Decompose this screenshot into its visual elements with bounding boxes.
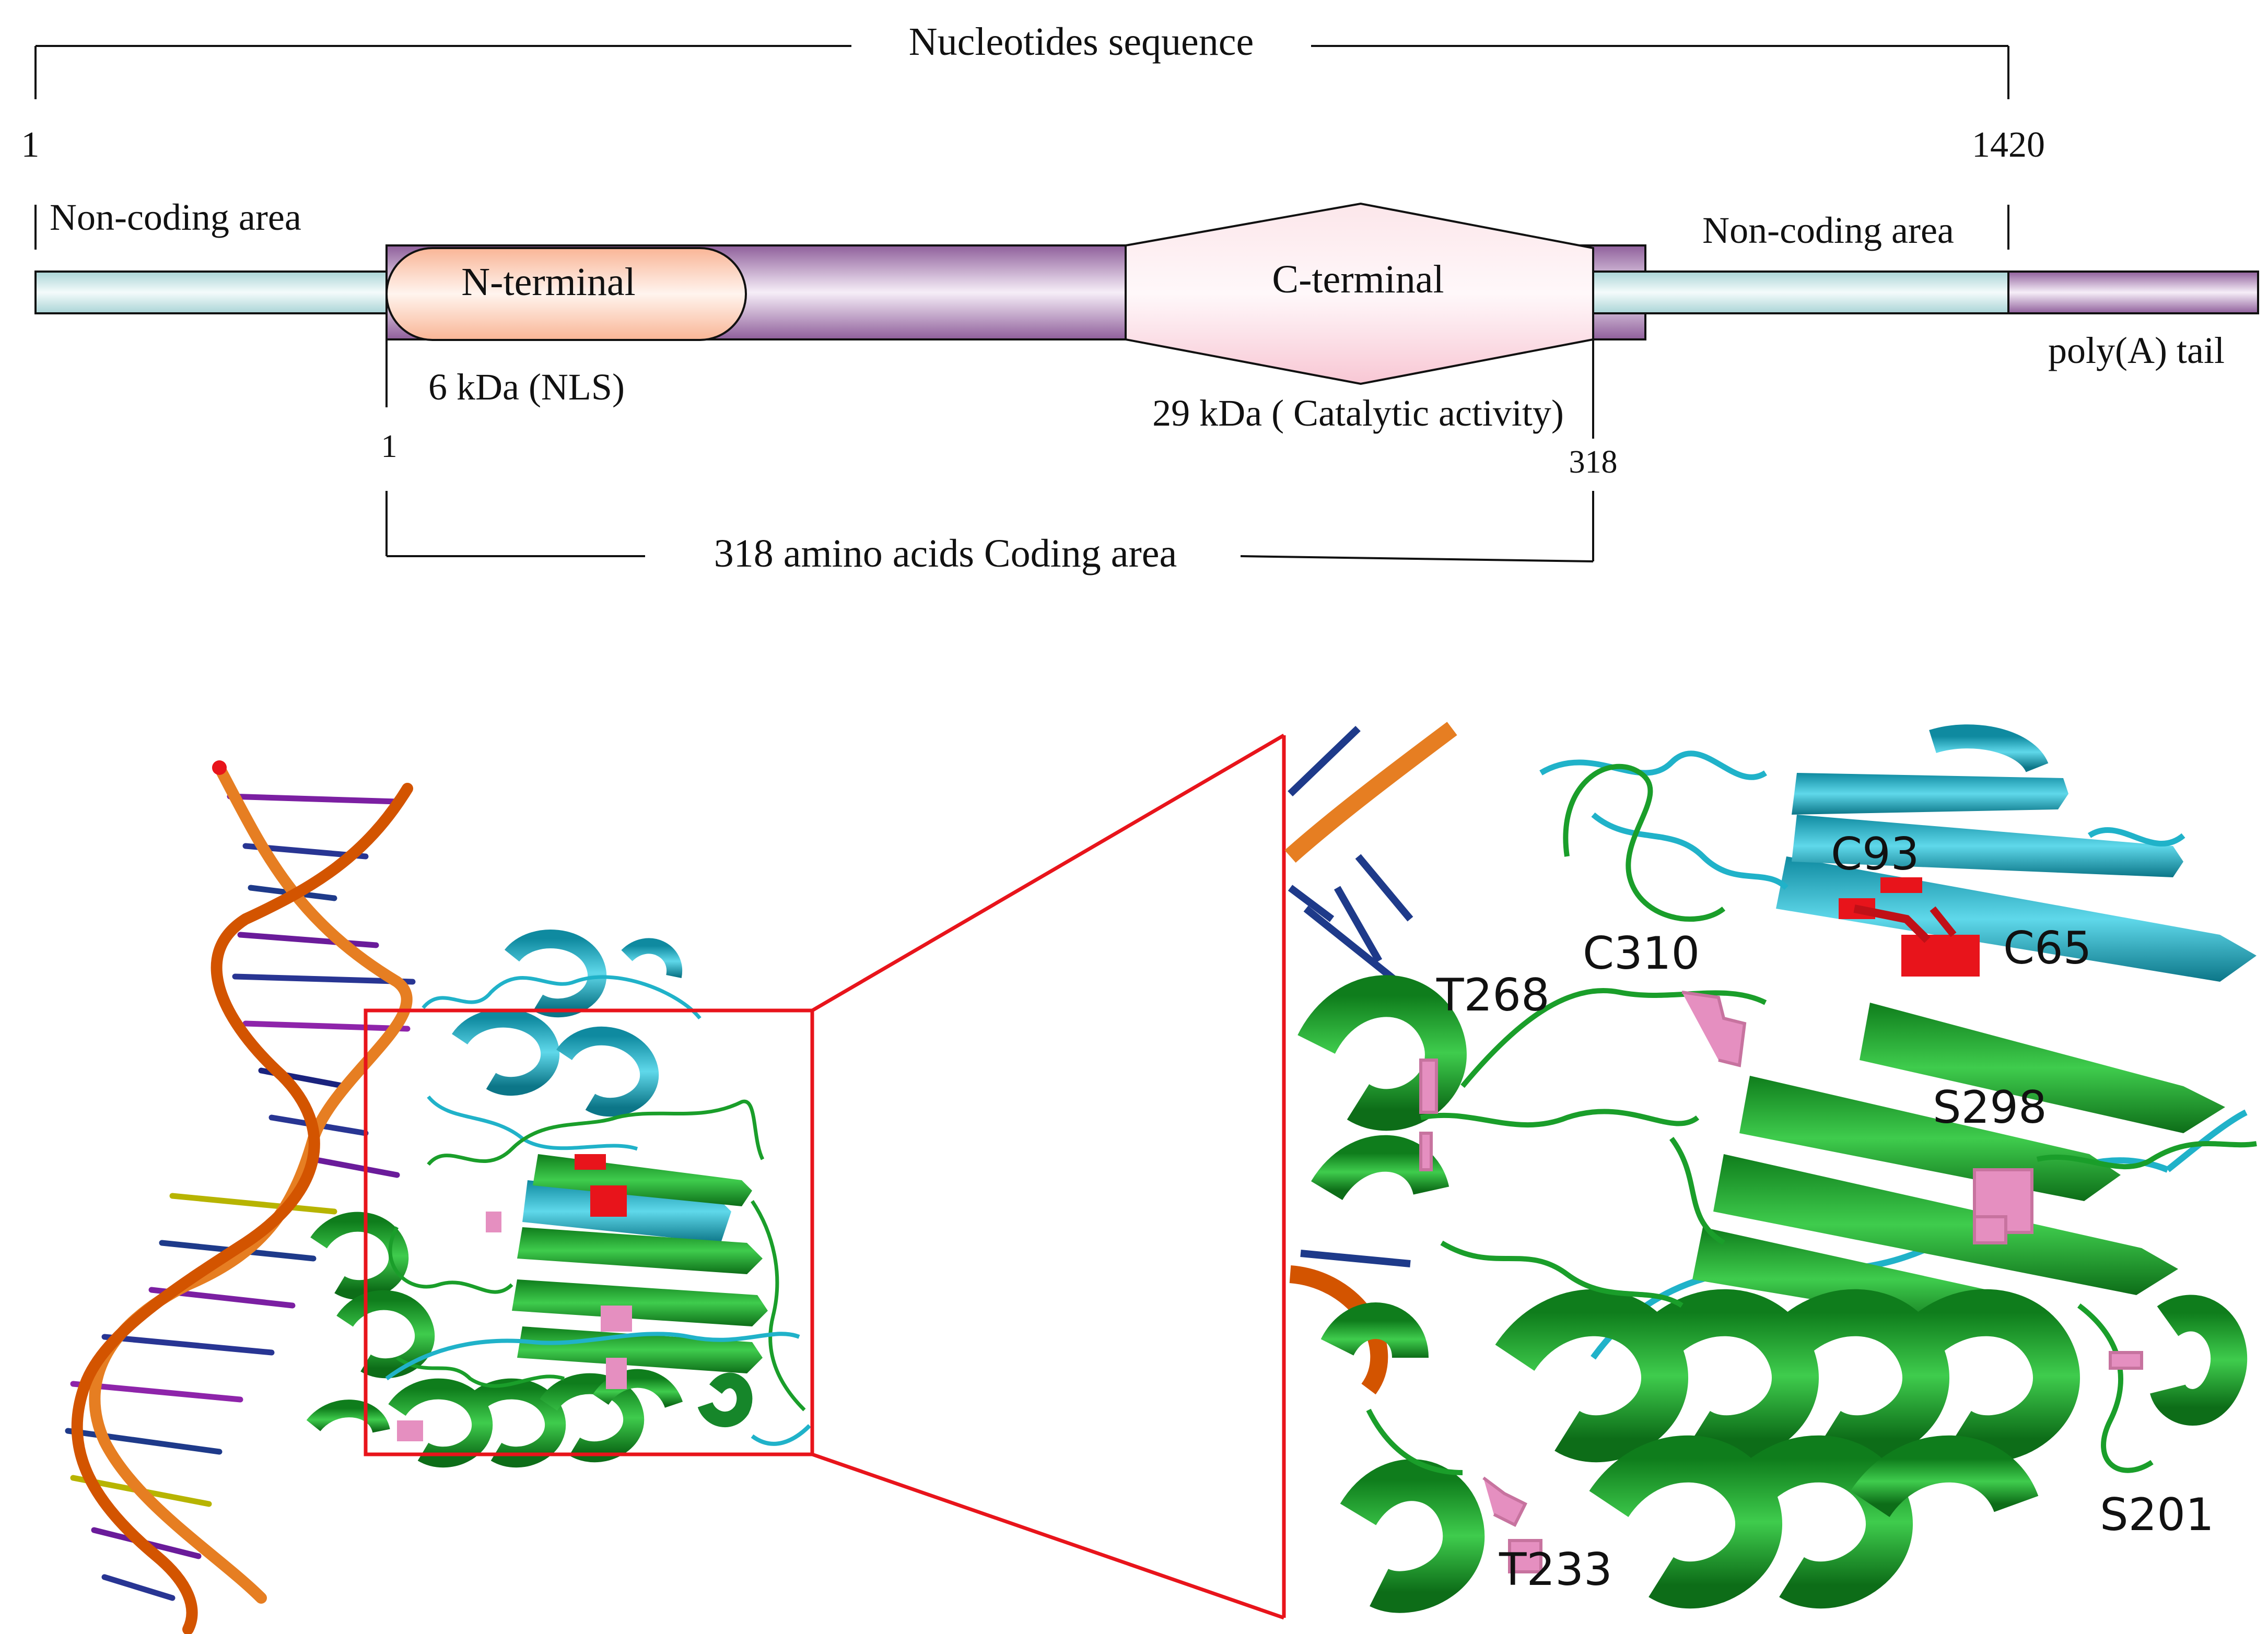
- residue-label-s201: S201: [2100, 1489, 2214, 1541]
- zoom-line-top: [811, 733, 1285, 1013]
- zoom-cysteine-residues: [1839, 877, 1980, 977]
- n-domain-note: 6 kDa (NLS): [428, 366, 625, 408]
- aa-start-label: 1: [381, 429, 398, 464]
- zoom-dna-bases: [1288, 725, 1413, 1267]
- polya-tail-bar: [2007, 271, 2259, 314]
- aa-end-label: 318: [1569, 444, 1618, 480]
- n-terminal-domain: [385, 247, 747, 341]
- nucleotides-label: Nucleotides sequence: [909, 20, 1254, 64]
- dna-strand-a: [89, 762, 413, 1604]
- overview-ser-thr: [397, 1212, 632, 1441]
- noncoding-left-label: Non-coding area: [50, 196, 301, 238]
- structure-overview: [65, 733, 1286, 1634]
- zoom-selection-box: [364, 1008, 814, 1456]
- noncoding-left-bar: [34, 271, 389, 314]
- green-main-domain: [306, 1099, 811, 1468]
- nt-start-label: 1: [21, 125, 40, 165]
- n-terminal-label: N-terminal: [461, 260, 635, 304]
- zoom-green-loops: [1366, 763, 2257, 1475]
- overview-cysteines: [575, 1154, 627, 1217]
- c-domain-note: 29 kDa ( Catalytic activity): [1152, 392, 1564, 434]
- residue-label-s298: S298: [1933, 1082, 2047, 1134]
- residue-label-t268: T268: [1436, 969, 1550, 1021]
- nucleotides-bracket: [34, 45, 2009, 99]
- coding-bracket: [385, 491, 1594, 562]
- polya-label: poly(A) tail: [2048, 330, 2225, 371]
- residue-label-c93: C93: [1831, 828, 1919, 880]
- noncoding-right-bar: [1592, 271, 2009, 314]
- zoom-green-sheet: [1692, 1003, 2225, 1332]
- zoom-line-bottom: [811, 1452, 1285, 1620]
- dna-5prime-end: [212, 760, 227, 775]
- nt-end-label: 1420: [1972, 125, 2045, 165]
- gene-map: Nucleotides sequence 1 1420 Non-coding a…: [21, 20, 2259, 575]
- residue-label-t233: T233: [1499, 1544, 1612, 1596]
- zoom-ser-thr-residues: [1419, 991, 2143, 1573]
- residue-label-c310: C310: [1583, 927, 1700, 980]
- dna-strand-b: [71, 783, 413, 1634]
- zoom-green-helices: [1297, 975, 2248, 1613]
- coding-area-label: 318 amino acids Coding area: [714, 532, 1177, 575]
- zoom-dna-strand: [1284, 722, 1457, 863]
- zoomed-active-site: C93 C310 C65 T268 S298 S201 T233: [1284, 722, 2257, 1613]
- noncoding-right-label: Non-coding area: [1702, 209, 1954, 251]
- c-terminal-label: C-terminal: [1272, 257, 1444, 301]
- residue-label-c65: C65: [2003, 922, 2091, 974]
